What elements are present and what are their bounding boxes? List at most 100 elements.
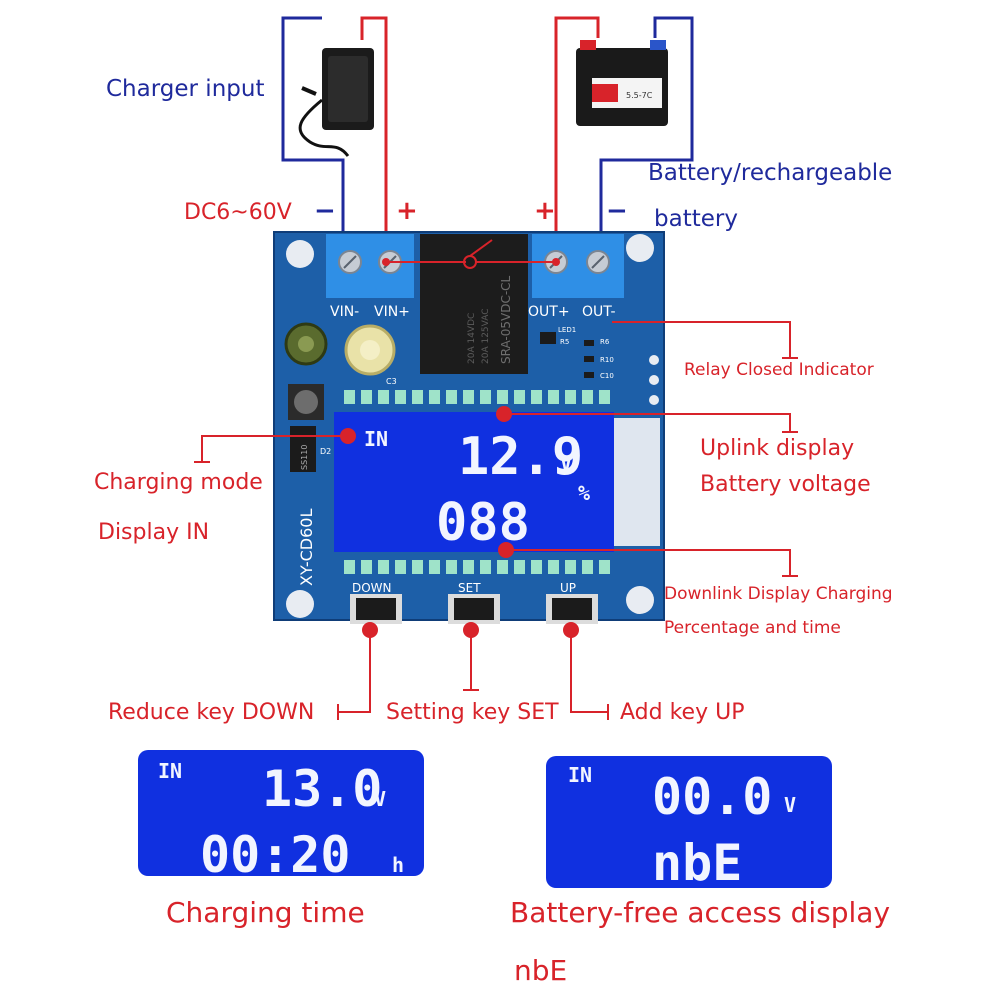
d2-label: D2 [320,447,331,456]
lcd-pin [565,560,576,574]
lcd-time-top-unit: V [374,787,386,811]
charging-mode-label-line2: Display IN [98,520,210,545]
lcd-pin [429,390,440,404]
relay-label-rating1: 20A 14VDC [467,313,477,364]
lcd-pin [480,390,491,404]
lcd-pin [599,390,610,404]
main-lcd: IN 12.9 V 088 % [334,412,660,553]
add-key-label: Add key UP [620,700,745,725]
r5-label: R5 [560,338,569,346]
relay-label-model: SRA-05VDC-CL [499,275,513,364]
input-terminal-block[interactable] [326,234,414,298]
vin-minus-label: VIN- [330,304,359,320]
setting-key-label: Setting key SET [386,700,559,725]
lcd-pin [344,390,355,404]
relay-switch-symbol [382,239,560,269]
lcd-battery-free: IN 00.0 V nbE [546,756,832,892]
lcd-pin [395,560,406,574]
relay: SRA-05VDC-CL 20A 14VDC 20A 125VAC [420,234,528,374]
lcd-pin [548,390,559,404]
lcd-time-bottom-unit: h [392,853,404,877]
inductor [288,384,324,420]
minus-left-label: − [314,196,336,226]
c3-label: C3 [386,377,397,386]
callout-dots [340,406,579,638]
lcd-pin [514,390,525,404]
battery-sticker-label: 5.5-7C [626,91,653,100]
reduce-key-label: Reduce key DOWN [108,700,315,725]
lcd-time-top-value: 13.0 [262,760,382,818]
lcd-time-bottom-value: 00:20 [200,826,351,884]
lcd-pin [361,560,372,574]
diode-label: SS110 [300,445,309,470]
plus-left-label: + [396,196,418,226]
lcd-pins-bottom [344,560,610,574]
lcd-pin [582,390,593,404]
lcd-pin [412,390,423,404]
lcd-pin [565,390,576,404]
lcd-nbe-top-value: 00.0 [652,768,772,826]
main-lcd-bottom-value: 088 [436,493,530,553]
set-button[interactable]: SET [448,581,500,624]
main-lcd-bottom-unit: % [578,481,590,505]
mount-hole [626,234,654,262]
lcd-nbe-top-unit: V [784,793,796,817]
charging-mode-label-line1: Charging mode [94,470,263,495]
lcd-pin [361,390,372,404]
lcd-pin [463,560,474,574]
model-label: XY-CD60L [297,509,316,586]
battery-free-caption-line1: Battery-free access display [510,896,891,929]
diode: SS110 D2 [290,426,331,472]
lcd-pin [378,560,389,574]
lcd-pin [446,560,457,574]
capacitors: C3 [284,322,397,386]
set-button-label: SET [458,581,481,595]
up-button-label: UP [560,581,576,595]
charger-adapter-image [298,48,374,157]
downlink-label-line1: Downlink Display Charging [664,584,893,604]
lcd-time-mode: IN [158,759,182,783]
down-button[interactable]: DOWN [350,581,402,624]
lcd-pin [395,390,406,404]
downlink-label-line2: Percentage and time [664,618,841,638]
lcd-charging-time: IN 13.0 V 00:20 h [138,750,424,884]
battery-label-line1: Battery/rechargeable [648,160,893,186]
lcd-pin [582,560,593,574]
main-lcd-top-unit: V [560,451,572,475]
lcd-pin [497,390,508,404]
dc-range-label: DC6~60V [184,200,292,225]
lcd-pin [531,560,542,574]
lcd-nbe-mode: IN [568,763,592,787]
charger-input-label: Charger input [106,76,265,102]
lcd-pin [548,560,559,574]
vin-plus-label: VIN+ [374,304,410,320]
battery-label-line2: battery [654,206,738,232]
uplink-label-line1: Uplink display [700,436,855,461]
plus-right-label: + [534,196,556,226]
lcd-pin [344,560,355,574]
relay-indicator-label: Relay Closed Indicator [684,360,874,380]
lcd-pin [378,390,389,404]
lcd-pin [497,560,508,574]
lcd-pin [599,560,610,574]
up-button[interactable]: UP [546,581,598,624]
lcd-pin [531,390,542,404]
lcd-pin [480,560,491,574]
output-terminal-block[interactable] [532,234,624,298]
lcd-nbe-bottom-value: nbE [652,834,742,892]
minus-right-label: − [606,196,628,226]
relay-label-rating2: 20A 125VAC [481,308,491,364]
r10-label: R10 [600,356,614,364]
main-lcd-top-value: 12.9 [458,427,583,487]
battery-free-caption-line2: nbE [514,954,568,987]
callout-lines [194,321,798,720]
battery-image: 5.5-7C [576,40,668,126]
charging-time-caption: Charging time [166,896,365,929]
out-minus-label: OUT- [582,304,616,320]
lcd-pin [446,390,457,404]
lcd-pin [412,560,423,574]
mount-hole [286,590,314,618]
lcd-pin [463,390,474,404]
mount-hole [626,586,654,614]
